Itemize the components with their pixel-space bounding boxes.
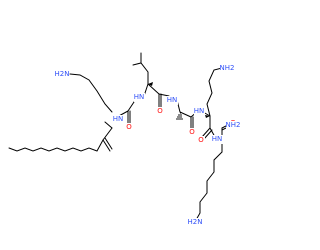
fatty-acyl-chain [8, 127, 113, 152]
lys1-side-chain [69, 73, 113, 113]
lys3-side-chain [195, 151, 223, 221]
carbonyl-oxygen-label-2: O [157, 107, 163, 115]
lys2-amine-label: NH2 [220, 64, 235, 72]
lys2-stereo-wedge [205, 115, 210, 118]
amide-nh-label-3: HN [167, 96, 178, 104]
carbonyl-oxygen-label-3: O [189, 128, 195, 136]
stereo-bonds [111, 82, 210, 120]
amide-nh-label-5: HN [212, 135, 223, 143]
leu-alpha-carbonyl [147, 83, 160, 95]
lys2-side-chain [206, 67, 223, 117]
amide-nh-label-1: HN [113, 115, 124, 123]
amide-nh-label-4: HN [194, 107, 205, 115]
leu-co-nh [158, 93, 170, 97]
peptide-structure-diagram: H2N HN O HN O HN O HN NH2 O HN O NH2 H2N [8, 52, 240, 227]
lys1-nh-bond [104, 121, 113, 129]
bond-skeleton [8, 52, 231, 221]
terminal-amide-nh2-label: NH2 [226, 121, 241, 129]
carbonyl-oxygen-label-4: O [198, 136, 204, 144]
atom-labels: H2N HN O HN O HN O HN NH2 O HN O NH2 H2N [54, 64, 240, 227]
ala-methyl-hashed-bond [176, 112, 183, 120]
lys3-amine-label: H2N [188, 218, 203, 226]
lys2-co-bond-2 [203, 129, 213, 140]
lys2-co-bond [201, 127, 211, 138]
acyl-carbonyl-bond-2 [104, 137, 113, 150]
leu-stereo-wedge [148, 82, 153, 86]
carbonyl-oxygen-label-1: O [126, 123, 132, 131]
acyl-carbonyl-bond [102, 139, 111, 152]
amide-nh-label-2: HN [134, 93, 145, 101]
ala-alpha-carbonyl [179, 111, 192, 118]
lys1-amine-label: H2N [55, 70, 70, 78]
leu-side-chain [132, 62, 149, 85]
